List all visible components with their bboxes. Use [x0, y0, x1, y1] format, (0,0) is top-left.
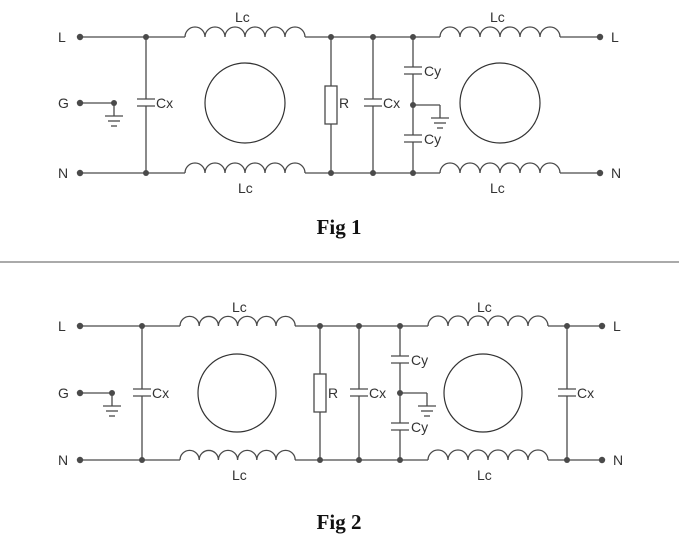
fig2-terminal-g: [76, 389, 84, 397]
fig2-label-cy-top: Cy: [411, 352, 428, 368]
fig2-junction: [564, 323, 570, 329]
fig2-label-cx-1: Cx: [152, 385, 169, 401]
fig1-label-l-right: L: [611, 29, 619, 45]
fig1-terminal-g: [76, 99, 84, 107]
fig1-label-lc-bottom-left: Lc: [238, 180, 253, 196]
fig2-inductor-bottom-left: [179, 449, 296, 461]
fig2-label-cx-3: Cx: [577, 385, 594, 401]
fig1-terminal-n-right: [596, 169, 604, 177]
fig1-junction: [143, 170, 149, 176]
fig2-junction: [397, 457, 403, 463]
fig1-inductor-bottom-right: [439, 162, 561, 174]
fig2-core-left: [197, 353, 277, 433]
fig2-label-r: R: [328, 385, 338, 401]
fig2-inductor-top-right: [427, 315, 549, 327]
fig1-core-left: [204, 62, 286, 144]
fig2-junction: [356, 457, 362, 463]
fig2-junction: [397, 323, 403, 329]
fig2-circuit: L G N L N Lc Lc Lc Lc Cx R Cx Cy Cy Cx F…: [58, 299, 623, 534]
fig1-junction: [410, 170, 416, 176]
fig1-terminal-n-left: [76, 169, 84, 177]
fig1-cy-mid-junction: [410, 102, 416, 108]
fig2-label-n-right: N: [613, 452, 623, 468]
fig1-junction: [370, 170, 376, 176]
fig1-junction: [370, 34, 376, 40]
fig2-terminal-n-right: [598, 456, 606, 464]
fig1-inductor-top-left: [184, 26, 306, 38]
fig1-label-cy-bottom: Cy: [424, 131, 441, 147]
fig1-label-g: G: [58, 95, 69, 111]
fig2-label-cx-2: Cx: [369, 385, 386, 401]
fig1-label-l-left: L: [58, 29, 66, 45]
fig1-label-lc-bottom-right: Lc: [490, 180, 505, 196]
fig1-label-cy-top: Cy: [424, 63, 441, 79]
fig2-g-junction: [109, 390, 115, 396]
fig1-label-n-left: N: [58, 165, 68, 181]
fig1-label-lc-top-right: Lc: [490, 9, 505, 25]
fig1-core-right: [459, 62, 541, 144]
fig2-junction: [139, 457, 145, 463]
fig2-junction: [356, 323, 362, 329]
fig2-label-l-right: L: [613, 318, 621, 334]
fig2-cy-mid-junction: [397, 390, 403, 396]
fig2-resistor: [313, 373, 327, 413]
fig2-terminal-l-right: [598, 322, 606, 330]
fig1-terminal-l-left: [76, 33, 84, 41]
fig2-caption: Fig 2: [317, 510, 362, 534]
fig1-junction: [410, 34, 416, 40]
fig1-terminal-l-right: [596, 33, 604, 41]
fig1-label-r: R: [339, 95, 349, 111]
fig1-label-n-right: N: [611, 165, 621, 181]
fig2-terminal-l-left: [76, 322, 84, 330]
fig1-resistor: [324, 85, 338, 125]
fig2-label-l-left: L: [58, 318, 66, 334]
fig2-label-lc-bottom-left: Lc: [232, 467, 247, 483]
fig2-label-lc-bottom-right: Lc: [477, 467, 492, 483]
fig1-label-cx-1: Cx: [156, 95, 173, 111]
fig1-g-junction: [111, 100, 117, 106]
fig2-junction: [564, 457, 570, 463]
fig2-core-right: [443, 353, 523, 433]
fig2-label-cy-bottom: Cy: [411, 419, 428, 435]
fig2-junction: [139, 323, 145, 329]
fig1-junction: [143, 34, 149, 40]
fig2-inductor-top-left: [179, 315, 296, 327]
fig2-junction: [317, 457, 323, 463]
fig1-inductor-bottom-left: [184, 162, 306, 174]
fig1-circuit: L G N L N Lc Lc Lc Lc Cx R Cx Cy Cy Fig …: [58, 9, 621, 239]
fig1-label-cx-2: Cx: [383, 95, 400, 111]
fig2-terminal-n-left: [76, 456, 84, 464]
fig2-label-lc-top-right: Lc: [477, 299, 492, 315]
fig2-label-g: G: [58, 385, 69, 401]
fig2-junction: [317, 323, 323, 329]
fig2-label-n-left: N: [58, 452, 68, 468]
fig2-inductor-bottom-right: [427, 449, 549, 461]
fig2-label-lc-top-left: Lc: [232, 299, 247, 315]
fig1-inductor-top-right: [439, 26, 561, 38]
fig1-label-lc-top-left: Lc: [235, 9, 250, 25]
fig1-junction: [328, 170, 334, 176]
fig1-junction: [328, 34, 334, 40]
fig1-caption: Fig 1: [317, 215, 362, 239]
